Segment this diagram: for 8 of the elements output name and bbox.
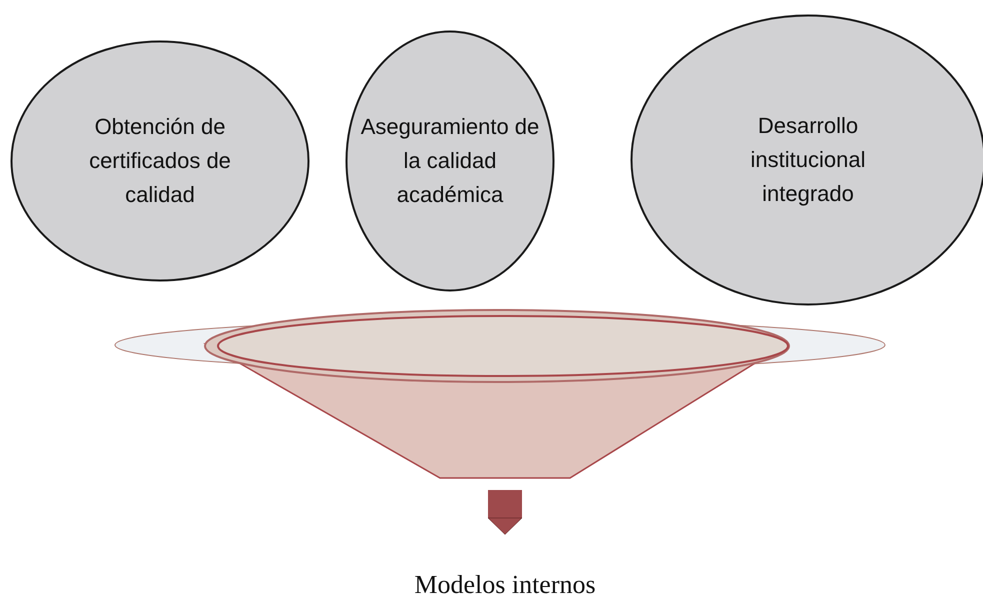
node-label: Obtención de certificados de calidad bbox=[88, 113, 232, 209]
output-label: Modelos internos bbox=[414, 570, 596, 599]
ellipse-node bbox=[10, 40, 310, 282]
node-label: Desarrollo institucional integrado bbox=[750, 112, 866, 208]
block-arrow bbox=[488, 490, 522, 535]
funnel-drawing bbox=[114, 308, 888, 480]
node-label: Aseguramiento de la calidad académica bbox=[360, 113, 540, 209]
ellipse-node bbox=[345, 30, 555, 292]
